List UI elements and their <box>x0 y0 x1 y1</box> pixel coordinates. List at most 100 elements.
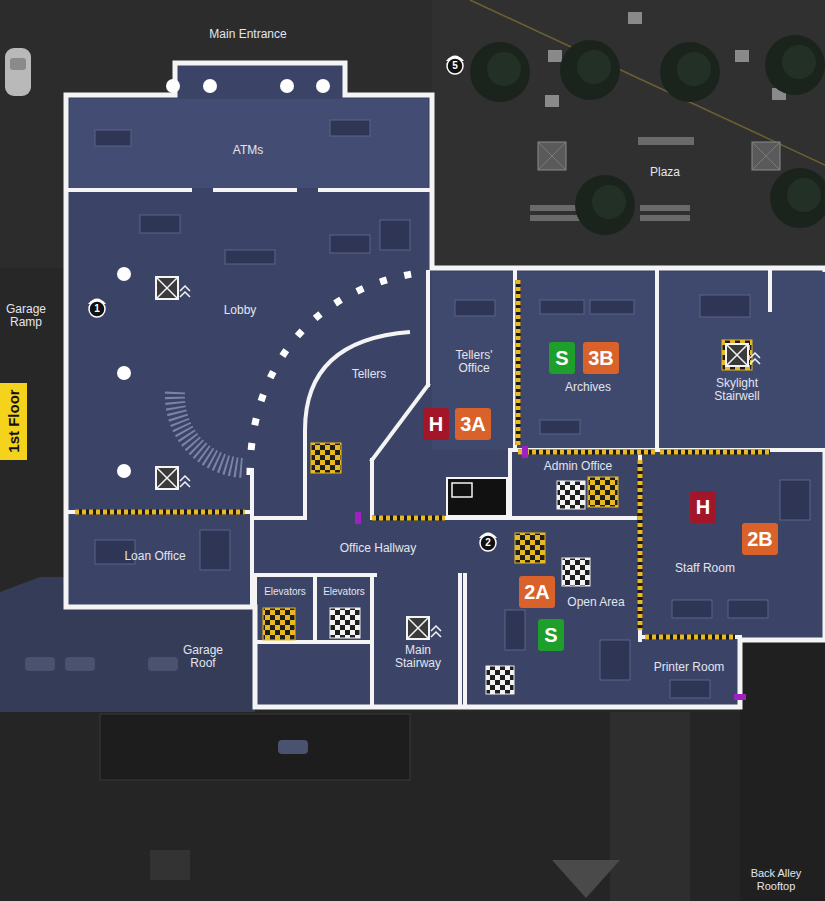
room-name: Lobby <box>210 304 270 317</box>
pillar <box>280 79 294 93</box>
stair-chevron <box>180 476 190 487</box>
camera-icon: 5 <box>443 51 467 75</box>
tree-crown <box>487 52 521 86</box>
reinforced-wall-base <box>638 460 643 630</box>
furniture <box>590 300 634 314</box>
reinforced-wall-base <box>516 280 521 445</box>
floor-name: 1st Floor <box>5 389 23 452</box>
reinforced-wall <box>638 460 643 630</box>
hatch <box>588 477 618 507</box>
camera-number: 1 <box>85 303 109 315</box>
furniture <box>670 680 710 698</box>
teller-wall <box>305 332 410 518</box>
wall <box>463 575 467 707</box>
objective-marker: S <box>549 342 575 374</box>
plaza-line <box>470 0 825 165</box>
marker-letter: S <box>544 624 557 646</box>
planter <box>752 142 780 170</box>
wall <box>510 448 825 452</box>
roof-unit <box>150 850 190 880</box>
reinforced-wall-base <box>372 516 445 521</box>
stair-icon <box>156 277 178 299</box>
objective-marker: 3B <box>583 342 619 374</box>
roof-vents <box>610 712 690 901</box>
room-name: Loan Office <box>110 550 200 563</box>
stair-chevron <box>180 286 190 297</box>
roof-skylight <box>552 860 620 898</box>
pillar <box>117 464 131 478</box>
marker-letter: S <box>555 347 568 369</box>
room-name: Garage Roof <box>177 644 229 670</box>
plaza-crate <box>548 50 562 62</box>
plaza-crate <box>545 95 559 107</box>
tree <box>470 42 530 102</box>
furniture <box>455 300 495 316</box>
stair-cross <box>156 467 178 489</box>
marker-letter: 2A <box>524 581 550 603</box>
door-marker <box>522 446 528 458</box>
planter-ridge <box>752 142 780 170</box>
wall <box>66 188 190 192</box>
roof-ac <box>25 657 55 671</box>
tree-crown <box>787 178 821 212</box>
hatch <box>562 558 590 586</box>
tree <box>765 35 825 95</box>
objective-marker: 2B <box>742 523 778 555</box>
roof-ac <box>148 657 178 671</box>
wall <box>370 460 374 518</box>
hatch <box>557 481 585 509</box>
furniture <box>600 640 630 680</box>
roof-ac <box>65 657 95 671</box>
room-name: Office Hallway <box>328 542 428 555</box>
objective-marker: H <box>690 491 716 523</box>
room-name: Garage Ramp <box>3 303 49 329</box>
room-name: Open Area <box>556 596 636 609</box>
wall <box>768 272 772 310</box>
wall <box>458 575 462 707</box>
reinforced-wall-base <box>75 510 245 515</box>
room-name: ATMs <box>218 144 278 157</box>
wall <box>655 272 659 450</box>
camera-number: 2 <box>476 537 500 549</box>
car-window <box>10 58 26 70</box>
stair-icon <box>407 617 429 639</box>
hatch <box>330 608 360 638</box>
room-name: Admin Office <box>533 460 623 473</box>
stair-chevron <box>750 353 760 364</box>
furniture <box>540 420 580 434</box>
marker-letter: 3B <box>588 347 614 369</box>
room-name: Main Stairway <box>383 644 453 670</box>
marker-letter: 2B <box>747 528 773 550</box>
reinforced-wall-base <box>660 450 770 455</box>
room-name: Elevators <box>257 585 313 598</box>
furniture <box>780 480 810 520</box>
planter-ridge <box>538 142 566 170</box>
pillar <box>117 267 131 281</box>
tree-crown <box>677 52 711 86</box>
furniture <box>330 235 370 253</box>
hatch <box>311 443 341 473</box>
floor-tab: 1st Floor <box>0 383 27 460</box>
north-rooms <box>432 272 825 450</box>
tree-crown <box>592 185 626 219</box>
reinforced-wall <box>372 516 445 521</box>
stair-cross <box>726 344 748 366</box>
tree-crown <box>577 50 611 84</box>
reinforced-wall <box>516 280 521 445</box>
tree-crown <box>782 45 816 79</box>
door-marker <box>734 694 746 700</box>
room-name: Plaza <box>635 166 695 179</box>
room-name: Elevators <box>318 585 370 598</box>
marker-letter: 3A <box>460 413 486 435</box>
furniture <box>505 610 525 650</box>
roof-block <box>100 714 410 780</box>
closet-shelf <box>452 483 472 497</box>
bench <box>530 205 580 211</box>
marker-letter: H <box>696 496 710 518</box>
wall <box>426 272 430 385</box>
planter <box>538 142 566 170</box>
hatch <box>263 608 295 640</box>
